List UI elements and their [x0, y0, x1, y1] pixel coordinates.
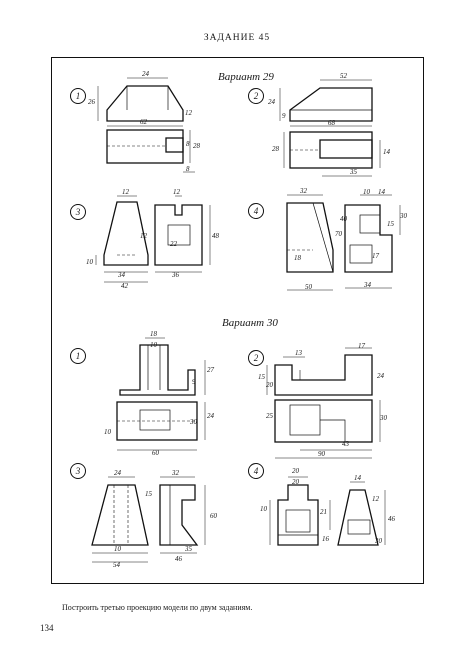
figure-number: 2 [248, 88, 264, 104]
variant-30-label: Вариант 30 [222, 317, 278, 329]
dimension-label: 14 [378, 188, 385, 196]
dimension-label: 24 [268, 98, 275, 106]
dimension-label: 8 [186, 140, 190, 148]
dimension-label: 10 [104, 428, 111, 436]
dimension-label: 40 [340, 215, 347, 223]
dimension-label: 9 [282, 112, 286, 120]
dimension-label: 30 [400, 212, 407, 220]
figure-number: 1 [70, 88, 86, 104]
dimension-label: 36 [172, 271, 179, 279]
dimension-label: 20 [292, 478, 299, 486]
dimension-label: 16 [322, 535, 329, 543]
dimension-label: 24 [114, 469, 121, 477]
dimension-label: 34 [118, 271, 125, 279]
dimension-label: 12 [185, 109, 192, 117]
dimension-label: 32 [172, 469, 179, 477]
dimension-label: 15 [258, 373, 265, 381]
dimension-label: 10 [150, 341, 157, 349]
dimension-label: 17 [358, 342, 365, 350]
dimension-label: 12 [372, 495, 379, 503]
figure-number: 4 [248, 463, 264, 479]
dimension-label: 28 [193, 142, 200, 150]
dimension-label: 26 [88, 98, 95, 106]
dimension-label: 62 [140, 118, 147, 126]
dimension-label: 22 [170, 240, 177, 248]
dimension-label: 35 [350, 168, 357, 176]
dimension-label: 46 [388, 515, 395, 523]
dimension-label: 10 [114, 545, 121, 553]
dimension-label: 42 [121, 282, 128, 290]
dimension-label: 15 [387, 220, 394, 228]
dimension-label: 32 [300, 187, 307, 195]
page-header: ЗАДАНИЕ 45 [203, 33, 271, 43]
dimension-label: 10 [363, 188, 370, 196]
dimension-label: 21 [320, 508, 327, 516]
dimension-label: 28 [272, 145, 279, 153]
dimension-label: 12 [122, 188, 129, 196]
dimension-label: 50 [305, 283, 312, 291]
dimension-label: 34 [364, 281, 371, 289]
dimension-label: 30 [190, 418, 197, 426]
page-number: 134 [40, 623, 54, 633]
drawing-frame [51, 57, 424, 584]
figure-number: 3 [70, 463, 86, 479]
dimension-label: 18 [150, 330, 157, 338]
dimension-label: 24 [142, 70, 149, 78]
figure-number: 2 [248, 350, 264, 366]
figure-number: 1 [70, 348, 86, 364]
dimension-label: 14 [354, 474, 361, 482]
dimension-label: 30 [380, 414, 387, 422]
figure-number: 4 [248, 203, 264, 219]
dimension-label: 10 [260, 505, 267, 513]
dimension-label: 48 [212, 232, 219, 240]
dimension-label: 18 [294, 254, 301, 262]
dimension-label: 30 [375, 537, 382, 545]
dimension-label: 68 [328, 119, 335, 127]
dimension-label: 27 [207, 366, 214, 374]
dimension-label: 10 [86, 258, 93, 266]
dimension-label: 52 [340, 72, 347, 80]
dimension-label: 13 [295, 349, 302, 357]
dimension-label: 46 [175, 555, 182, 563]
dimension-label: 24 [207, 412, 214, 420]
dimension-label: 8 [186, 165, 190, 173]
dimension-label: 15 [145, 490, 152, 498]
dimension-label: 20 [292, 467, 299, 475]
dimension-label: 35 [185, 545, 192, 553]
dimension-label: 54 [113, 561, 120, 569]
caption: Построить третью проекцию модели по двум… [62, 603, 253, 612]
dimension-label: 60 [210, 512, 217, 520]
figure-number: 3 [70, 204, 86, 220]
dimension-label: 12 [173, 188, 180, 196]
variant-29-label: Вариант 29 [218, 71, 274, 83]
dimension-label: 90 [318, 450, 325, 458]
dimension-label: 14 [383, 148, 390, 156]
dimension-label: 17 [372, 252, 379, 260]
dimension-label: 20 [266, 381, 273, 389]
dimension-label: 25 [266, 412, 273, 420]
dimension-label: 12 [140, 232, 147, 240]
dimension-label: 70 [335, 230, 342, 238]
dimension-label: 9 [192, 378, 196, 386]
dimension-label: 24 [377, 372, 384, 380]
dimension-label: 43 [342, 440, 349, 448]
dimension-label: 60 [152, 449, 159, 457]
